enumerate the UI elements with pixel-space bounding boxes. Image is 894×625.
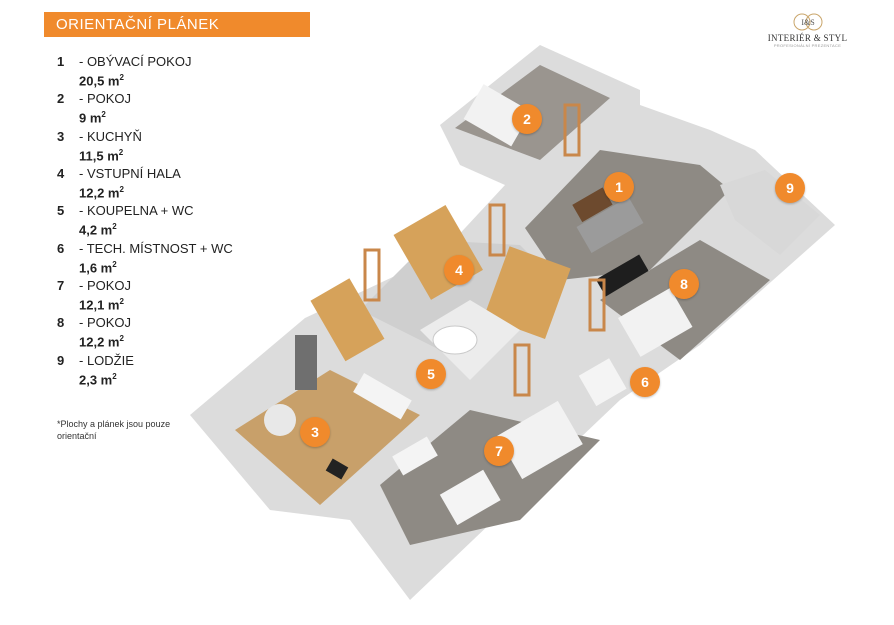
room-area: 12,2 m — [79, 334, 120, 350]
kitchen-island — [353, 372, 412, 420]
room-legend: 1- OBÝVACÍ POKOJ 20,5 m2 2- POKOJ 9 m2 3… — [57, 54, 287, 390]
room-marker: 9 — [775, 173, 805, 203]
wardrobe-hall — [393, 204, 483, 300]
room-number: 8 — [57, 315, 65, 331]
room-name: - KOUPELNA + WC — [79, 203, 194, 219]
area-unit-exponent: 2 — [119, 184, 124, 194]
room-marker: 3 — [300, 417, 330, 447]
area-unit-exponent: 2 — [119, 334, 124, 344]
room-9-floor — [720, 170, 820, 255]
door — [588, 278, 606, 332]
room-area: 11,5 m — [79, 147, 119, 163]
area-unit-exponent: 2 — [101, 110, 106, 120]
brand-logo: I&S INTERIÉR & STYL PROFESIONÁLNÍ PREZEN… — [760, 12, 855, 52]
room-name: - POKOJ — [79, 91, 132, 107]
legend-item: 8 - POKOJ 12,2 m2 — [57, 315, 287, 349]
room-number: 4 — [57, 165, 65, 181]
logo-brand: INTERIÉR & STYL — [767, 33, 848, 43]
cabinet-hall — [310, 278, 385, 362]
room-name: - VSTUPNÍ HALA — [79, 165, 181, 181]
dining-table — [264, 404, 296, 436]
legend-item: 1 - OBÝVACÍ POKOJ 20,5 m2 — [57, 54, 287, 88]
legend-item: 7 - POKOJ 12,1 m2 — [57, 278, 287, 312]
area-unit-exponent: 2 — [119, 296, 124, 306]
area-unit-exponent: 2 — [112, 222, 117, 232]
room-number: 7 — [57, 277, 65, 293]
room-marker: 6 — [630, 367, 660, 397]
room-area: 2,3 m — [79, 371, 113, 387]
bathtub — [432, 325, 478, 355]
sofa-room-1 — [576, 197, 644, 253]
room-name: - POKOJ — [79, 315, 132, 331]
room-marker: 5 — [416, 359, 446, 389]
legend-item: 6 - TECH. MÍSTNOST + WC 1,6 m2 — [57, 241, 287, 275]
legend-item: 3 - KUCHYŇ 11,5 m2 — [57, 129, 287, 163]
desk-room-7 — [392, 436, 438, 476]
legend-item: 5 - KOUPELNA + WC 4,2 m2 — [57, 203, 287, 237]
room-number: 1 — [57, 54, 65, 69]
fridge — [295, 335, 317, 390]
door — [488, 203, 506, 257]
legend-item: 9 - LODŽIE 2,3 m2 — [57, 353, 287, 387]
room-name: - LODŽIE — [79, 352, 134, 368]
legend-item: 4 - VSTUPNÍ HALA 12,2 m2 — [57, 166, 287, 200]
shelf-room-7 — [439, 469, 501, 526]
area-unit-exponent: 2 — [119, 73, 124, 82]
room-7-floor — [380, 410, 600, 545]
room-number: 6 — [57, 240, 65, 256]
area-unit-exponent: 2 — [112, 259, 117, 269]
room-marker: 1 — [604, 172, 634, 202]
room-8-floor — [600, 240, 770, 360]
logo-tagline: PROFESIONÁLNÍ PREZENTACE — [773, 43, 842, 48]
area-unit-exponent: 2 — [112, 371, 117, 381]
room-name: - POKOJ — [79, 277, 132, 293]
page-title: ORIENTAČNÍ PLÁNEK MÍSTNOSTÍ — [44, 12, 310, 58]
room-area: 12,1 m — [79, 297, 120, 313]
room-area: 9 m — [79, 110, 102, 126]
disclaimer-note: *Plochy a plánek jsou pouze orientační — [57, 419, 171, 441]
area-unit-exponent: 2 — [118, 147, 124, 157]
wardrobe-hall-2 — [483, 246, 571, 339]
room-area: 4,2 m — [79, 222, 113, 238]
room-marker: 7 — [484, 436, 514, 466]
room-area: 20,5 m — [79, 73, 120, 89]
door — [513, 343, 531, 397]
room-1-floor — [525, 150, 730, 280]
room-6-floor — [578, 358, 627, 407]
room-number: 3 — [57, 128, 65, 144]
room-area: 12,2 m — [79, 185, 120, 201]
door — [563, 103, 581, 157]
piano — [595, 254, 654, 304]
cooktop — [325, 458, 349, 480]
room-number: 5 — [57, 203, 65, 219]
legend-item: 2- POKOJ 9 m2 — [57, 91, 287, 125]
room-name: - KUCHYŇ — [79, 128, 142, 144]
room-number: 2 — [57, 91, 65, 107]
door — [363, 248, 381, 302]
room-marker: 4 — [444, 255, 474, 285]
room-marker: 2 — [512, 104, 542, 134]
room-name: - TECH. MÍSTNOST + WC — [79, 240, 233, 256]
room-marker: 8 — [669, 269, 699, 299]
logo-monogram: I&S — [801, 18, 814, 27]
room-area: 1,6 m — [79, 259, 113, 275]
room-number: 9 — [57, 352, 65, 368]
room-name: - OBÝVACÍ POKOJ — [79, 54, 192, 69]
logo-rings-icon: I&S — [793, 13, 822, 31]
